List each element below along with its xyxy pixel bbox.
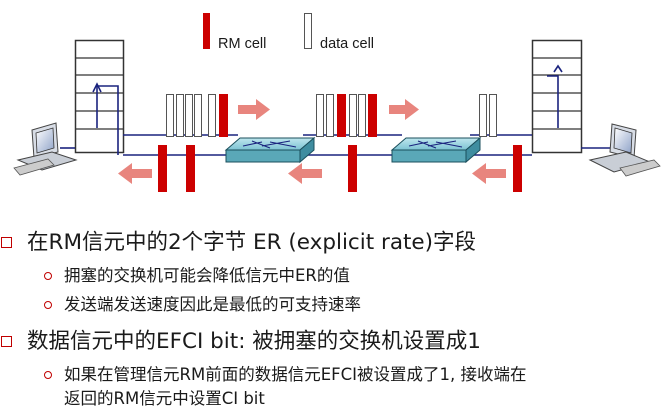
- bullet-text: 在RM信元中的2个字节 ER (explicit rate)字段: [27, 230, 477, 255]
- rm-cell: [513, 145, 522, 192]
- circle-bullet-icon: [44, 301, 52, 309]
- square-bullet-icon: [1, 336, 12, 347]
- data-cell: [176, 94, 184, 137]
- data-cell: [489, 94, 497, 137]
- circle-bullet-icon: [44, 272, 52, 280]
- sub-bullet-text: 拥塞的交换机可能会降低信元中ER的值: [64, 266, 350, 285]
- direction-arrows: [118, 99, 506, 184]
- data-cell: [326, 94, 334, 137]
- backward-arrow: [472, 163, 506, 184]
- legend-data-label: data cell: [320, 36, 374, 52]
- rm-cell: [219, 94, 228, 137]
- bullet-text: 数据信元中的EFCI bit: 被拥塞的交换机设置成1: [27, 329, 481, 354]
- backward-arrow: [288, 163, 322, 184]
- rm-cell: [348, 145, 357, 192]
- data-cell: [208, 94, 216, 137]
- backward-arrow: [118, 163, 152, 184]
- forward-arrow: [238, 99, 270, 120]
- congestion-diagram: RM cell data cell: [13, 13, 661, 192]
- data-cell: [166, 94, 174, 137]
- data-cell: [358, 94, 366, 137]
- switch-icon: [224, 136, 316, 164]
- data-cell: [479, 94, 487, 137]
- rm-cell: [337, 94, 346, 137]
- sub-bullet-text: 发送端发送速度因此是最低的可支持速率: [64, 295, 361, 314]
- legend-rm-swatch: [203, 13, 210, 49]
- circle-bullet-icon: [44, 371, 52, 379]
- data-cell: [194, 94, 202, 137]
- data-cell: [185, 94, 193, 137]
- rm-cell: [158, 145, 167, 192]
- legend: RM cell data cell: [203, 13, 374, 52]
- buffer-icon: [74, 39, 125, 155]
- rm-cell: [368, 94, 377, 137]
- legend-data-swatch: [304, 13, 312, 49]
- data-cell: [349, 94, 357, 137]
- rm-cell: [186, 145, 195, 192]
- switch-icon: [390, 136, 482, 164]
- computer-icon: [588, 123, 661, 177]
- forward-cells: [166, 94, 497, 137]
- return-cells: [158, 145, 522, 192]
- computer-icon: [13, 122, 78, 176]
- sub-bullet-continuation: 返回的RM信元中设置CI bit: [64, 389, 265, 408]
- forward-arrow: [389, 99, 419, 120]
- buffer-icon: [531, 39, 583, 154]
- data-cell: [316, 94, 324, 137]
- legend-rm-label: RM cell: [218, 36, 266, 52]
- sub-bullet-text: 如果在管理信元RM前面的数据信元EFCI被设置成了1, 接收端在: [64, 365, 527, 384]
- square-bullet-icon: [1, 237, 12, 248]
